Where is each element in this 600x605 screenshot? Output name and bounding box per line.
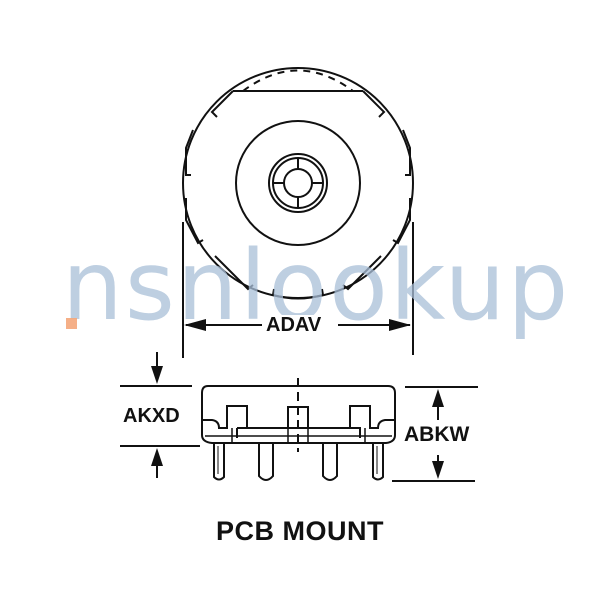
pcb-pins [213, 443, 384, 481]
dimension-label-akxd: AKXD [123, 405, 180, 427]
rim-tabs [185, 90, 411, 300]
outer-body-circle [182, 67, 414, 299]
dashed-outline [242, 69, 354, 92]
drawing-caption: PCB MOUNT [216, 516, 384, 546]
inner-circle [235, 120, 361, 246]
shaft-outer-ring [268, 153, 328, 213]
shaft-hole [283, 168, 313, 198]
dimension-label-adav: ADAV [264, 314, 324, 336]
dimension-label-abkw: ABKW [402, 423, 472, 446]
watermark-dot [66, 318, 77, 329]
